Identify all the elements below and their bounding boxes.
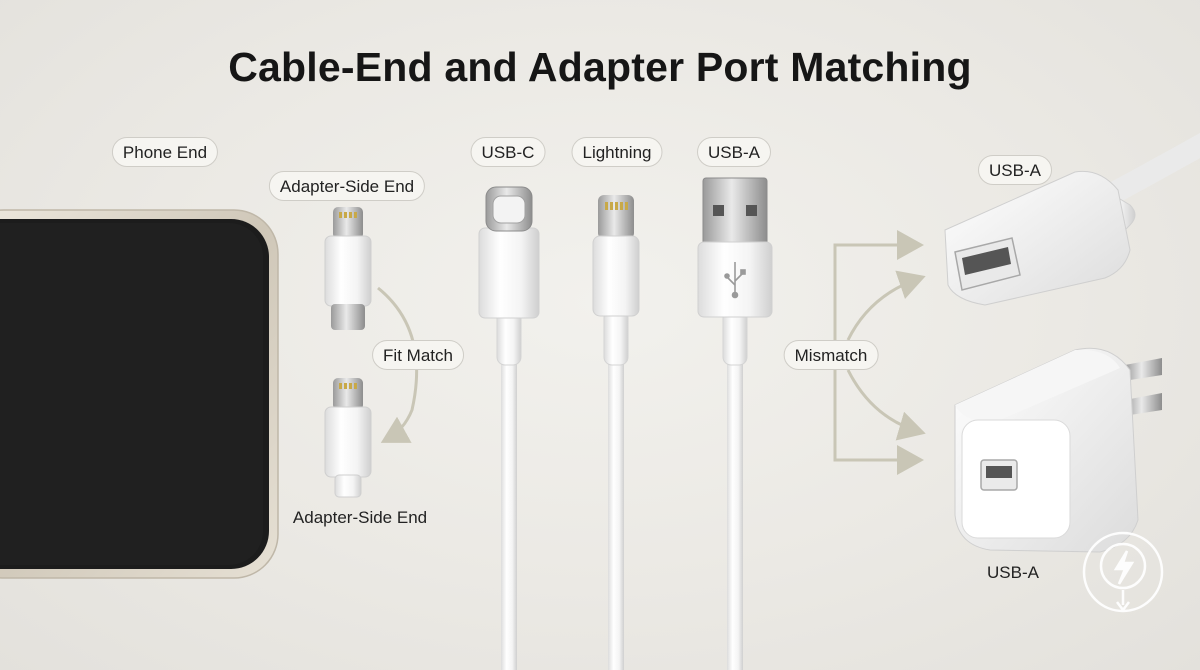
adapter-side-connector-bottom: [324, 378, 372, 498]
fit-match-arrow: [377, 286, 419, 443]
usb-a-port-adapter: [944, 132, 1200, 306]
usb-trident-icon: [724, 262, 746, 299]
usb-a-cable: [697, 177, 773, 670]
usb-c-cable: [478, 186, 540, 670]
usb-a-port-label: USB-A: [978, 155, 1052, 185]
adapter-side-end-label-bottom: Adapter-Side End: [292, 508, 428, 527]
adapter-side-connector-top: [324, 207, 372, 330]
mismatch-label: Mismatch: [783, 340, 879, 370]
usb-a-wall-charger: [954, 347, 1162, 553]
mismatch-arrows: [833, 230, 926, 475]
adapter-side-end-label-top: Adapter-Side End: [268, 171, 426, 201]
lightning-bolt-logo: [1082, 531, 1164, 613]
phone: [0, 209, 279, 579]
lightning-label: Lightning: [571, 137, 663, 167]
diagram-title: Cable-End and Adapter Port Matching: [228, 44, 972, 90]
usb-a-cable-label: USB-A: [697, 137, 771, 167]
fit-match-label: Fit Match: [372, 340, 464, 370]
usb-c-label: USB-C: [470, 137, 546, 167]
phone-end-label: Phone End: [111, 137, 219, 167]
lightning-cable: [592, 195, 640, 670]
usb-a-charger-label: USB-A: [987, 563, 1039, 582]
